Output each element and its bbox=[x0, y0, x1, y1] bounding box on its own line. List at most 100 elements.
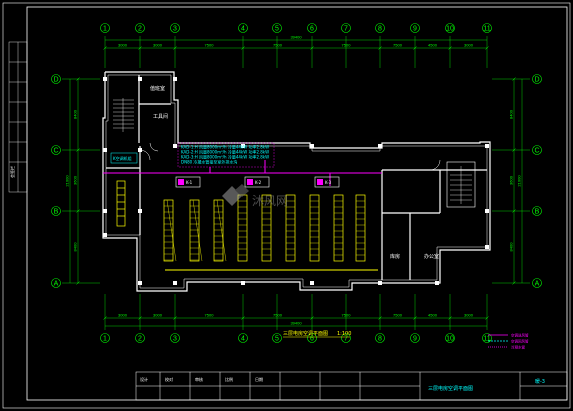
plan-title: 三层电房空调平面图 bbox=[283, 330, 328, 337]
binding-strip bbox=[8, 41, 28, 193]
axis-bubble-top bbox=[100, 23, 110, 33]
tb-sheet-no: 暖-3 bbox=[535, 378, 545, 385]
dimension-label: 8400 bbox=[509, 242, 514, 252]
column bbox=[485, 144, 489, 148]
column bbox=[103, 148, 107, 152]
dimension-label: 3000 bbox=[464, 313, 474, 318]
svg-text:空调送风管: 空调送风管 bbox=[511, 333, 529, 338]
axis-bubble-bottom bbox=[100, 333, 110, 343]
axis-bubble-top bbox=[410, 23, 420, 33]
axis-bubble-bottom bbox=[482, 333, 492, 343]
equipment-note-box bbox=[177, 142, 275, 168]
svg-text:K-3: K-3 bbox=[325, 180, 332, 185]
axis-bubble-left bbox=[51, 278, 61, 288]
column bbox=[103, 209, 107, 213]
axis-bubble-top bbox=[272, 23, 282, 33]
rack bbox=[285, 194, 296, 262]
dimension-label: 4500 bbox=[428, 313, 438, 318]
axis-bubble-right bbox=[532, 145, 542, 155]
dimension-label: 7500 bbox=[205, 313, 215, 318]
axis-label-top: 5 bbox=[275, 26, 279, 33]
rack bbox=[163, 199, 177, 262]
dimension-label: 3000 bbox=[153, 43, 163, 48]
dimension-label: 7500 bbox=[273, 43, 283, 48]
axis-label-bottom: 11 bbox=[483, 336, 490, 343]
axis-bubble-top bbox=[135, 23, 145, 33]
dimension-label: 8400 bbox=[509, 109, 514, 119]
dimension-label: 7500 bbox=[342, 313, 352, 318]
dimension-label: 3000 bbox=[118, 43, 128, 48]
dimension-label: 3600 bbox=[73, 175, 78, 185]
axis-label-top: 7 bbox=[344, 26, 348, 33]
axis-bubble-top bbox=[238, 23, 248, 33]
stair-right bbox=[450, 166, 472, 204]
axis-bubble-bottom bbox=[341, 333, 351, 343]
equipment-note-3: KAD-3:H 风量8000m³/h 冷量44kW 功率2.8kW bbox=[181, 154, 269, 160]
rack bbox=[261, 194, 272, 262]
dimension-total: 39400 bbox=[290, 35, 302, 40]
tb-date: 日期 bbox=[255, 376, 263, 382]
dimension-label: 4500 bbox=[428, 43, 438, 48]
title-block bbox=[135, 371, 568, 401]
room-label-store: 工具间 bbox=[153, 113, 168, 120]
axis-bubble-bottom bbox=[135, 333, 145, 343]
rack bbox=[237, 194, 248, 262]
dimension-label: 7500 bbox=[393, 43, 403, 48]
dimension-label: 3000 bbox=[118, 313, 128, 318]
axis-label-bottom: 8 bbox=[378, 336, 382, 343]
axis-bubble-right bbox=[532, 74, 542, 84]
dimension-label: 3000 bbox=[464, 43, 474, 48]
axis-label-right: D bbox=[534, 77, 539, 84]
dimension-label: 7500 bbox=[205, 43, 215, 48]
axis-label-top: 1 bbox=[103, 26, 107, 33]
axis-label-right: C bbox=[534, 148, 539, 155]
equipment-note-4: DN80 冷凝水管接至室外排水沟 bbox=[181, 159, 237, 165]
axis-label-top: 3 bbox=[173, 26, 177, 33]
dimension-label: 3600 bbox=[509, 175, 514, 185]
axis-label-bottom: 10 bbox=[446, 336, 454, 343]
column bbox=[435, 281, 439, 285]
axis-label-bottom: 2 bbox=[138, 336, 142, 343]
dimension-label: 7500 bbox=[273, 313, 283, 318]
rack bbox=[309, 194, 320, 262]
column bbox=[138, 77, 142, 81]
axis-label-top: 11 bbox=[483, 26, 490, 33]
column bbox=[378, 281, 382, 285]
axis-label-bottom: 3 bbox=[173, 336, 177, 343]
column bbox=[310, 281, 314, 285]
dimension-label: 8400 bbox=[73, 109, 78, 119]
equipment-note-2: KAD-2:H 风量8000m³/h 冷量44kW 功率2.8kW bbox=[181, 149, 269, 155]
tb-scale: 比例 bbox=[225, 376, 233, 382]
axis-label-top: 10 bbox=[446, 26, 454, 33]
dimension-total: 21000 bbox=[517, 175, 522, 187]
rack bbox=[333, 194, 344, 262]
rack-left-vertical bbox=[116, 180, 126, 227]
tb-approve: 审核 bbox=[195, 376, 203, 382]
column bbox=[485, 245, 489, 249]
axis-label-bottom: 6 bbox=[310, 336, 314, 343]
binding-strip-label: 会签栏 bbox=[9, 166, 15, 178]
axis-bubble-top bbox=[375, 23, 385, 33]
dimension-total: 39400 bbox=[290, 321, 302, 326]
axis-bubble-right bbox=[532, 206, 542, 216]
column bbox=[173, 77, 177, 81]
dimension-label: 7500 bbox=[393, 313, 403, 318]
axis-bubble-left bbox=[51, 145, 61, 155]
axis-label-bottom: 1 bbox=[103, 336, 107, 343]
column bbox=[103, 77, 107, 81]
svg-text:K-2: K-2 bbox=[255, 180, 262, 185]
axis-label-top: 6 bbox=[310, 26, 314, 33]
axis-label-left: B bbox=[54, 209, 59, 216]
column bbox=[103, 233, 107, 237]
duct-main bbox=[103, 160, 382, 186]
dimension-lines: 3000 3000 7500 7500 7500 7500 4500 3000 39400 300… bbox=[65, 35, 523, 327]
rack bbox=[189, 199, 203, 262]
equipment-tag-box bbox=[110, 152, 138, 164]
axis-bubble-bottom bbox=[170, 333, 180, 343]
axis-bubble-top bbox=[170, 23, 180, 33]
room-label-right-b: 办公室 bbox=[424, 253, 439, 260]
axis-label-left: D bbox=[53, 77, 58, 84]
